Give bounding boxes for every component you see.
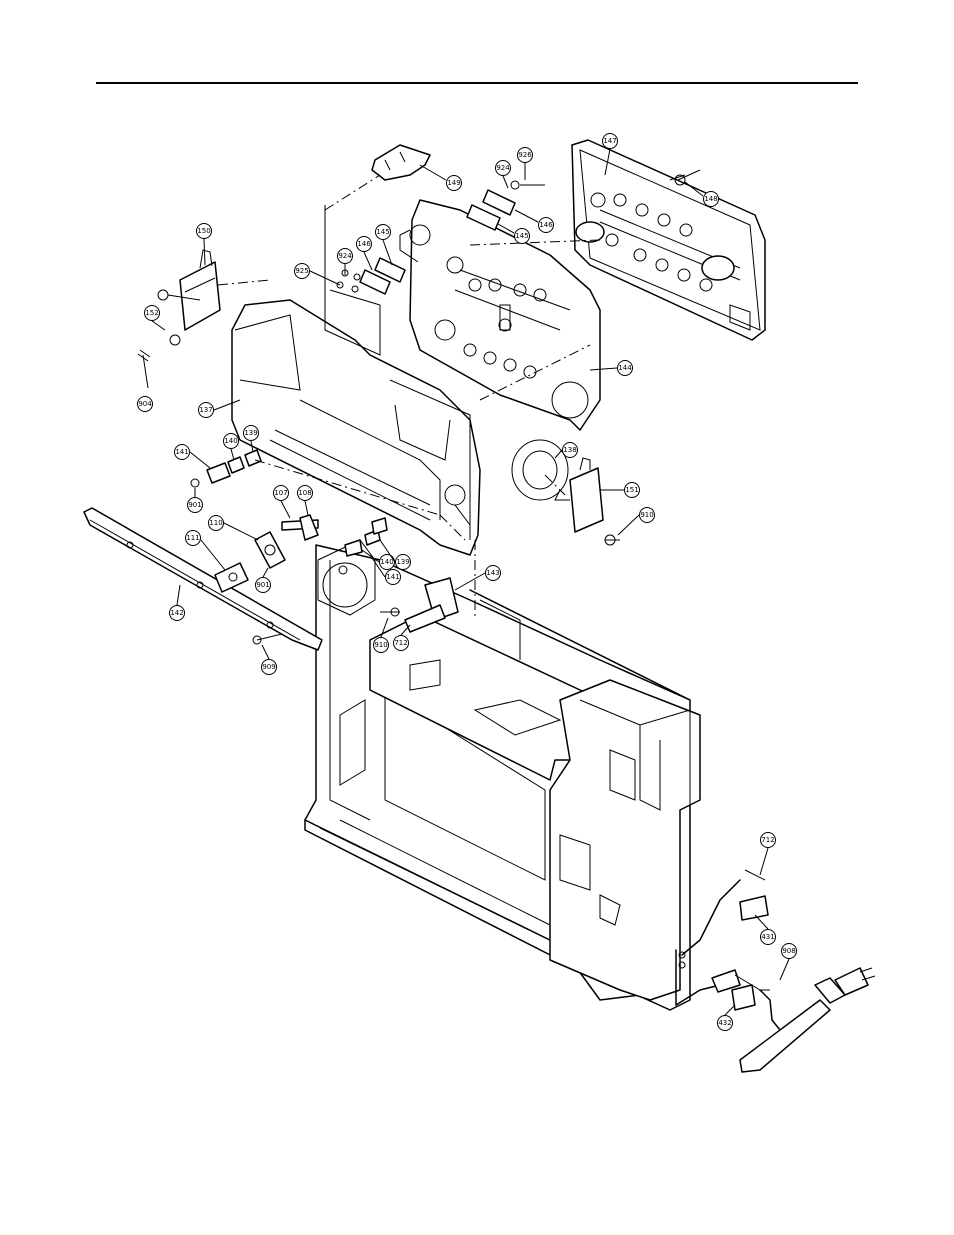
svg-text:145: 145 <box>376 228 389 236</box>
callout-c108: 108 <box>297 485 313 501</box>
svg-text:147: 147 <box>603 137 616 145</box>
callout-c107: 107 <box>273 485 289 501</box>
svg-text:110: 110 <box>209 519 222 527</box>
svg-text:150: 150 <box>197 227 210 235</box>
callout-c432: 432 <box>717 1015 733 1031</box>
svg-text:152: 152 <box>145 309 158 317</box>
callout-c151: 151 <box>624 482 640 498</box>
svg-text:901: 901 <box>256 581 269 589</box>
callout-c141a: 141 <box>174 444 190 460</box>
callout-c142: 142 <box>169 605 185 621</box>
svg-text:111: 111 <box>186 534 199 542</box>
callout-c139b: 139 <box>395 554 411 570</box>
svg-text:908: 908 <box>782 947 795 955</box>
callout-c110: 110 <box>208 515 224 531</box>
svg-text:909: 909 <box>262 663 275 671</box>
callout-c925: 925 <box>294 263 310 279</box>
callout-c901a: 901 <box>187 497 203 513</box>
callout-c148: 148 <box>703 191 719 207</box>
callout-c138: 138 <box>562 442 578 458</box>
svg-text:926: 926 <box>518 151 532 159</box>
callout-c144: 144 <box>617 360 633 376</box>
faceplate <box>571 139 766 341</box>
screws <box>137 169 701 645</box>
power-wiring <box>675 869 876 1073</box>
svg-text:924: 924 <box>338 252 352 260</box>
clips <box>359 189 516 295</box>
callout-c143: 143 <box>485 565 501 581</box>
svg-text:146: 146 <box>539 221 553 229</box>
callout-c712a: 712 <box>393 635 409 651</box>
svg-text:139: 139 <box>396 558 409 566</box>
callout-c924b: 924 <box>337 248 353 264</box>
callout-c145a: 145 <box>514 228 530 244</box>
ring-138 <box>511 439 569 501</box>
callout-c924a: 924 <box>495 160 511 176</box>
callout-c908: 908 <box>781 943 797 959</box>
svg-text:712: 712 <box>761 836 774 844</box>
callout-c149: 149 <box>446 175 462 191</box>
callout-c926: 926 <box>517 147 533 163</box>
svg-text:151: 151 <box>625 486 638 494</box>
bracket-151 <box>554 457 604 533</box>
callout-c910b: 910 <box>373 637 389 653</box>
svg-text:143: 143 <box>486 569 499 577</box>
leader-lines <box>151 148 790 1016</box>
svg-text:901: 901 <box>188 501 201 509</box>
callout-c137: 137 <box>198 402 214 418</box>
svg-text:140: 140 <box>380 558 393 566</box>
svg-text:431: 431 <box>761 933 774 941</box>
svg-text:910: 910 <box>640 511 653 519</box>
svg-text:149: 149 <box>447 179 460 187</box>
svg-text:107: 107 <box>274 489 287 497</box>
svg-text:140: 140 <box>224 437 237 445</box>
svg-text:138: 138 <box>563 446 576 454</box>
bracket-150 <box>157 249 221 331</box>
callout-c901b: 901 <box>255 577 271 593</box>
callout-c139a: 139 <box>243 425 259 441</box>
svg-text:139: 139 <box>244 429 257 437</box>
header-rule <box>96 82 858 84</box>
svg-text:925: 925 <box>295 267 308 275</box>
svg-text:144: 144 <box>618 364 632 372</box>
callout-c910a: 910 <box>639 507 655 523</box>
callout-c146a: 146 <box>538 217 554 233</box>
callout-c147: 147 <box>602 133 618 149</box>
callout-c150: 150 <box>196 223 212 239</box>
callout-c111: 111 <box>185 530 201 546</box>
callout-c712b: 712 <box>760 832 776 848</box>
svg-text:146: 146 <box>357 240 371 248</box>
svg-text:141: 141 <box>175 448 188 456</box>
callout-c140a: 140 <box>223 433 239 449</box>
callout-c140b: 140 <box>379 554 395 570</box>
svg-text:148: 148 <box>704 195 717 203</box>
top-hood-assembly <box>231 205 481 556</box>
callout-c145b: 145 <box>375 224 391 240</box>
svg-text:904: 904 <box>138 400 152 408</box>
svg-text:432: 432 <box>718 1019 731 1027</box>
svg-text:924: 924 <box>496 164 510 172</box>
callout-c152: 152 <box>144 305 160 321</box>
control-plate <box>399 199 601 431</box>
svg-text:141: 141 <box>386 573 399 581</box>
svg-text:108: 108 <box>298 489 311 497</box>
callout-c141b: 141 <box>385 569 401 585</box>
cabinet-body <box>304 539 701 1011</box>
assembly-guide-lines <box>217 174 601 620</box>
callout-c431: 431 <box>760 929 776 945</box>
callout-c904: 904 <box>137 396 153 412</box>
callout-c146b: 146 <box>356 236 372 252</box>
svg-text:145: 145 <box>515 232 528 240</box>
callout-c909: 909 <box>261 659 277 675</box>
bracket-149 <box>371 144 431 181</box>
svg-text:910: 910 <box>374 641 387 649</box>
svg-text:142: 142 <box>170 609 183 617</box>
rail-142 <box>83 507 323 651</box>
svg-text:137: 137 <box>199 406 212 414</box>
svg-text:712: 712 <box>394 639 407 647</box>
